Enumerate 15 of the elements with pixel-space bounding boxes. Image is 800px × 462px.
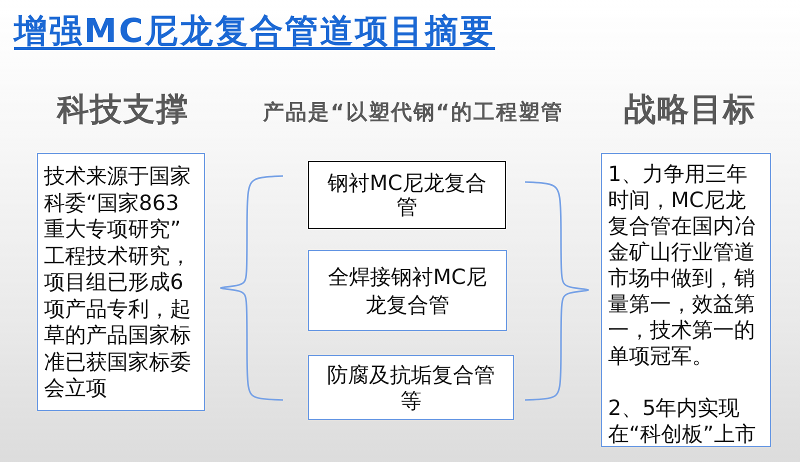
product-box <box>308 250 507 331</box>
column-heading: 科技支撑 <box>57 90 189 128</box>
column-heading: 战略目标 <box>624 90 756 128</box>
product-box <box>308 161 506 229</box>
product-name: 钢衬MC尼龙复合管 <box>326 171 488 219</box>
goal-text: 2、5年内实现在“科创板”上市 <box>608 395 757 447</box>
product-name: 全焊接钢衬MC尼龙复合管 <box>327 264 488 318</box>
text-panel <box>37 153 205 411</box>
page-title: 增强MC尼龙复合管道项目摘要 <box>14 10 496 52</box>
column-heading: 产品是“以塑代钢“的工程塑管 <box>263 100 564 126</box>
product-box <box>308 355 514 420</box>
goal-text: 1、力争用三年时间，MC尼龙复合管在国内冶金矿山行业管道市场中做到，销量第一，效益第一，技术第一的单项冠军。 <box>608 161 756 369</box>
product-name: 防腐及抗垢复合管等 <box>326 362 496 414</box>
text-panel <box>601 153 771 447</box>
panel-text: 技术来源于国家科委“国家863重大专项研究”工程技术研究，项目组已形成6项产品专利，起草的产品国家标准已获国家标委会立项 <box>44 163 192 402</box>
